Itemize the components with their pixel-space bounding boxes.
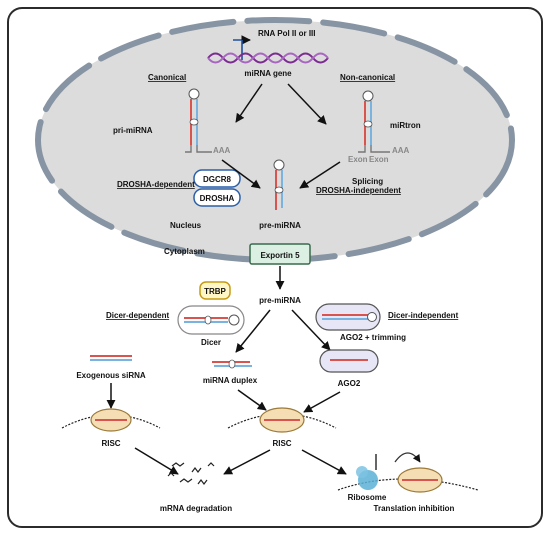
ago2-trimming-label: AGO2 + trimming bbox=[340, 333, 406, 342]
ago2-complex bbox=[319, 349, 379, 373]
dicer-dependent-label: Dicer-dependent bbox=[106, 311, 169, 320]
arrow-gene-to-pri bbox=[235, 83, 263, 123]
mirtron-hairpin: AAA Exon Exon bbox=[348, 90, 410, 164]
pre-mirna-cytoplasm-label: pre-miRNA bbox=[259, 296, 301, 305]
ago2-label: AGO2 bbox=[338, 379, 361, 388]
drosha-independent-label: DROSHA-independent bbox=[316, 186, 401, 195]
dicer-complex: TRBP Dicer bbox=[177, 281, 245, 347]
risc-center-label: RISC bbox=[272, 439, 291, 448]
polyA-left: AAA bbox=[213, 146, 231, 155]
arrow-to-ago2 bbox=[291, 309, 331, 351]
ribosome-label: Ribosome bbox=[348, 493, 387, 502]
dicer-label: Dicer bbox=[201, 338, 221, 347]
pre-mirna-nucleus-label: pre-miRNA bbox=[259, 221, 301, 230]
gene-label: miRNA gene bbox=[244, 69, 292, 78]
risc-left-label: RISC bbox=[101, 439, 120, 448]
risc-center bbox=[227, 407, 337, 433]
microprocessor-complex: DGCR8 DROSHA bbox=[193, 169, 241, 207]
exogenous-sirna bbox=[90, 355, 132, 361]
mirtron-label: miRtron bbox=[390, 121, 421, 130]
mirna-gene: RNA Pol II or III miRNA gene bbox=[207, 29, 329, 78]
exogenous-sirna-label: Exogenous siRNA bbox=[76, 371, 146, 380]
ago2-trimming-shape bbox=[315, 303, 381, 331]
arrow-mirtron-to-pre bbox=[299, 161, 341, 189]
arrow-risc-to-degradation bbox=[223, 449, 271, 475]
arrow-sirna-to-degradation bbox=[134, 447, 179, 475]
arrow-to-duplex bbox=[235, 309, 271, 353]
non-canonical-label: Non-canonical bbox=[340, 73, 395, 82]
drosha-box bbox=[193, 188, 241, 207]
arrow-gene-to-mirtron bbox=[287, 83, 327, 125]
splicing-label: Splicing bbox=[352, 177, 383, 186]
cytoplasm-label: Cytoplasm bbox=[164, 247, 205, 256]
dicer-independent-label: Dicer-independent bbox=[388, 311, 459, 320]
exon-label-1: Exon bbox=[348, 155, 368, 164]
pre-mirna-hairpin-nucleus bbox=[273, 159, 285, 210]
arrow-risc-to-translation bbox=[301, 449, 347, 475]
arrow-ago2-to-risc bbox=[303, 391, 341, 413]
exon-label-2: Exon bbox=[369, 155, 389, 164]
risc-left bbox=[61, 408, 161, 432]
mirna-duplex-label: miRNA duplex bbox=[203, 376, 258, 385]
exportin-label: Exportin 5 bbox=[260, 251, 300, 260]
pri-mirna-hairpin: AAA bbox=[185, 88, 231, 155]
polymerase-label: RNA Pol II or III bbox=[258, 29, 315, 38]
exportin-box bbox=[249, 243, 311, 265]
ribosome-icon bbox=[356, 466, 378, 490]
trbp-box bbox=[199, 281, 231, 300]
translation-inhibition-scene bbox=[337, 452, 479, 493]
mrna-degradation-label: mRNA degradation bbox=[160, 504, 232, 513]
arrow-pri-to-pre bbox=[221, 159, 261, 189]
mrna-fragments-icon bbox=[167, 462, 215, 485]
ago2-trimming-complex: AGO2 + trimming bbox=[315, 303, 406, 342]
translation-inhibition-label: Translation inhibition bbox=[374, 504, 455, 513]
drosha-dependent-label: DROSHA-dependent bbox=[117, 180, 195, 189]
polyA-right: AAA bbox=[392, 146, 410, 155]
canonical-label: Canonical bbox=[148, 73, 186, 82]
arrow-duplex-to-risc bbox=[237, 389, 267, 411]
nucleus-label: Nucleus bbox=[170, 221, 202, 230]
dgcr8-label: DGCR8 bbox=[203, 175, 232, 184]
trbp-label: TRBP bbox=[204, 287, 226, 296]
pri-mirna-label: pri-miRNA bbox=[113, 126, 153, 135]
drosha-label: DROSHA bbox=[200, 194, 235, 203]
mirna-duplex bbox=[212, 359, 252, 369]
dgcr8-box bbox=[193, 169, 241, 188]
